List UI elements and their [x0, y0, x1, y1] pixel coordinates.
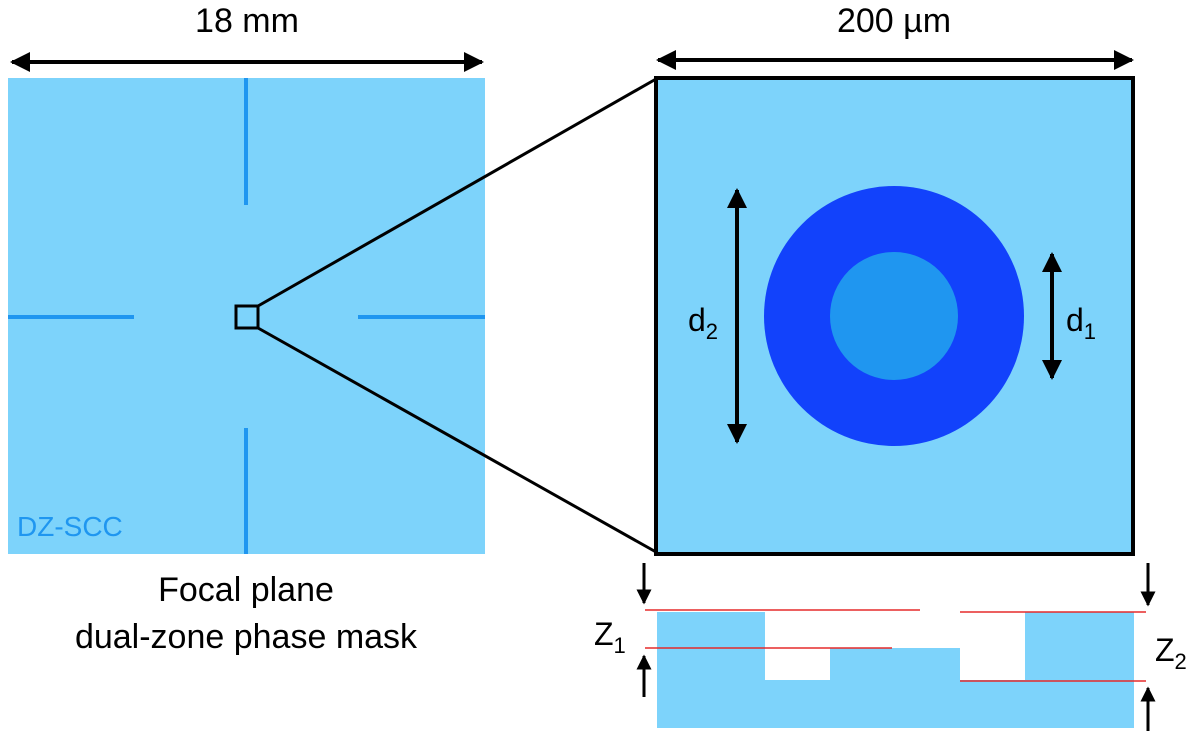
z1-subscript: 1 — [614, 633, 626, 658]
inner-zone-disk — [830, 252, 958, 380]
d1-subscript: 1 — [1084, 319, 1096, 344]
z2-subscript: 2 — [1175, 649, 1187, 674]
zoom-connector — [257, 77, 657, 554]
d2-base: d — [688, 302, 706, 338]
d1-label: d1 — [1066, 302, 1096, 344]
step-reference-lines — [645, 609, 1146, 682]
zoom-connector-bottom — [257, 326, 657, 554]
alignment-marks — [8, 78, 485, 554]
z2-label: Z2 — [1155, 632, 1187, 674]
cross-section: Z1 Z2 — [594, 563, 1187, 731]
d1-base: d — [1066, 302, 1084, 338]
z1-base: Z — [594, 616, 614, 652]
width-label-right: 200 µm — [837, 2, 951, 40]
caption-line-1: Focal plane — [158, 571, 334, 609]
zoom-region-box — [234, 304, 260, 330]
z1-label: Z1 — [594, 616, 626, 658]
right-panel: 200 µm d2 d1 — [654, 2, 1135, 556]
mask-name-label: DZ-SCC — [17, 511, 123, 542]
z2-base: Z — [1155, 632, 1175, 668]
d2-label: d2 — [688, 302, 718, 344]
caption-line-2: dual-zone phase mask — [75, 618, 418, 656]
cross-section-profile — [657, 612, 1134, 728]
zoom-connector-top — [257, 77, 657, 308]
d2-subscript: 2 — [706, 319, 718, 344]
left-panel: 18 mm DZ-SCC Focal plane dual-zone phase… — [8, 2, 485, 656]
width-label-left: 18 mm — [195, 2, 299, 40]
